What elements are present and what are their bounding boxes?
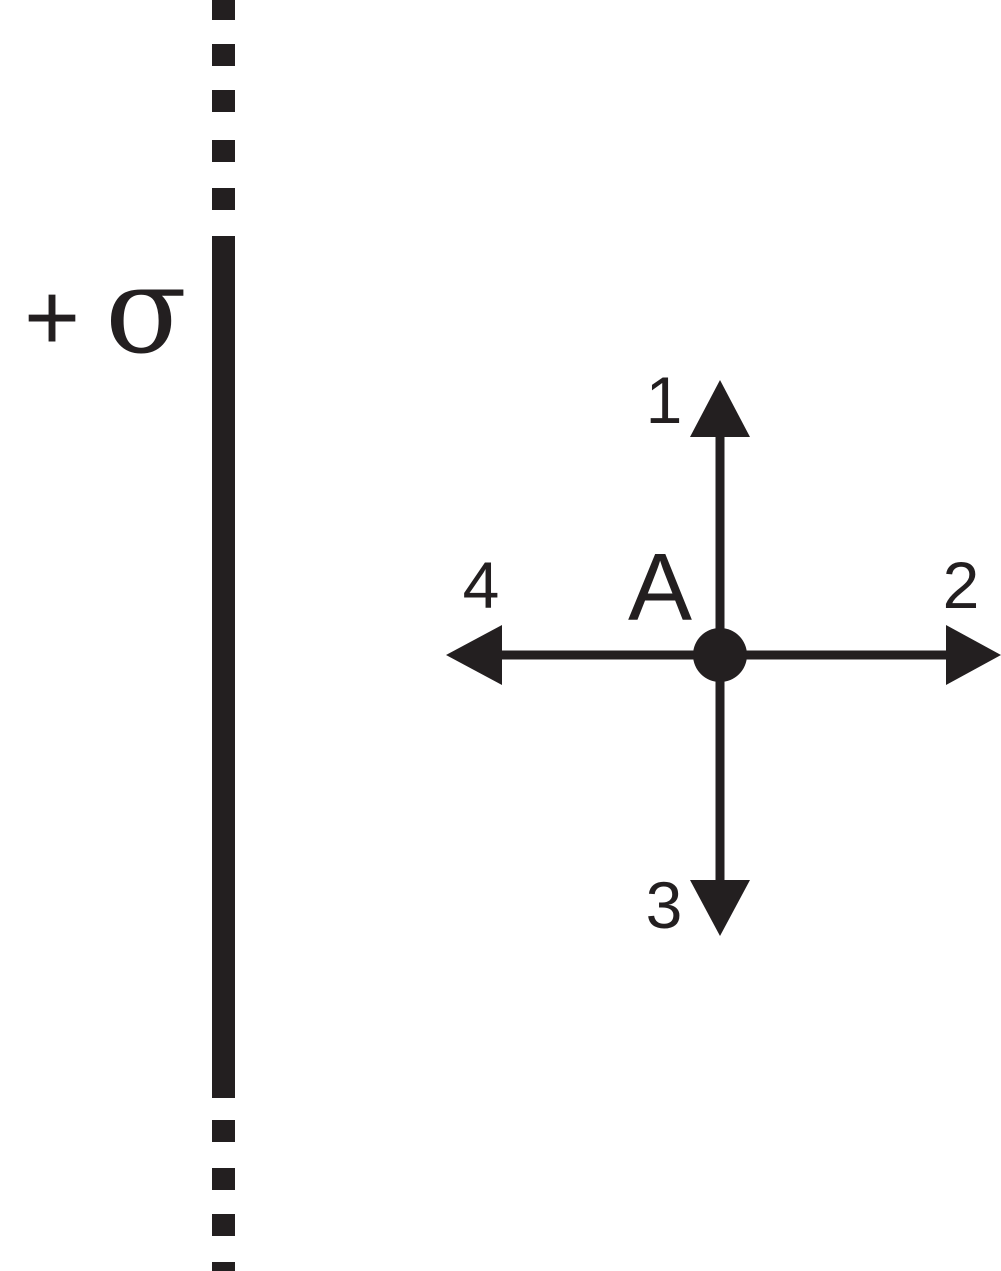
charged-plane bbox=[212, 0, 235, 1271]
sigma-symbol: σ bbox=[105, 242, 187, 381]
arrow-4-head bbox=[446, 625, 502, 685]
arrow-1-head bbox=[690, 380, 750, 437]
direction-label-4: 4 bbox=[463, 548, 500, 622]
direction-arrows bbox=[446, 380, 1001, 936]
arrow-3-head bbox=[690, 880, 750, 936]
arrow-2-head bbox=[946, 625, 1001, 685]
point-a-label: A bbox=[628, 534, 692, 641]
direction-label-1: 1 bbox=[646, 363, 683, 437]
plane-dashed-bottom bbox=[212, 1120, 235, 1271]
plane-dashed-top bbox=[212, 0, 235, 210]
charge-density-label: + σ bbox=[24, 242, 187, 381]
direction-label-3: 3 bbox=[646, 868, 683, 942]
plane-solid-section bbox=[212, 236, 235, 1098]
charge-sign: + bbox=[24, 264, 80, 371]
point-a-marker bbox=[693, 628, 747, 682]
direction-label-2: 2 bbox=[943, 548, 980, 622]
